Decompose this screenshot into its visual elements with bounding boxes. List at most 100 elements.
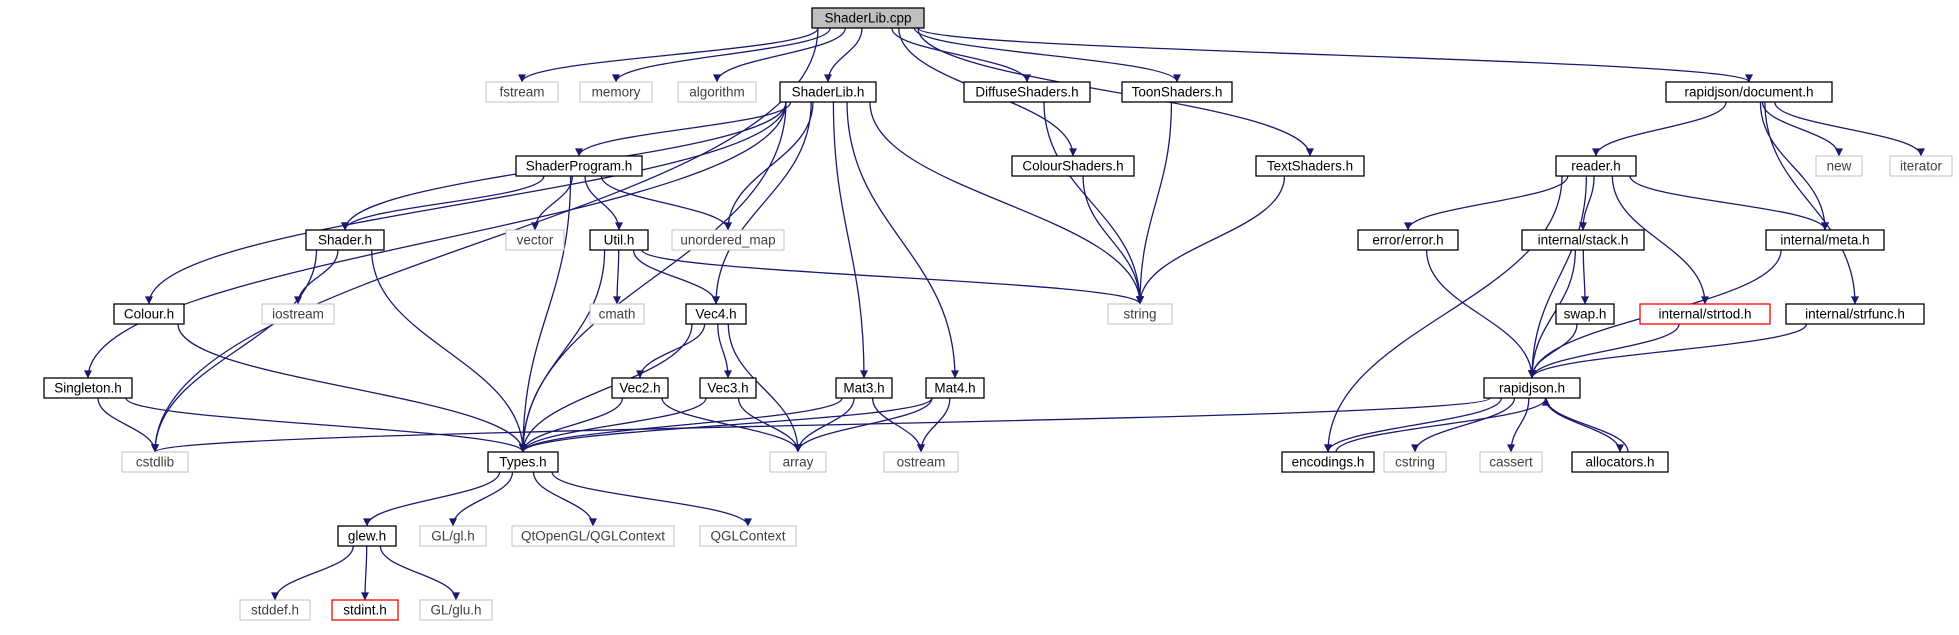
node-algorithm: algorithm xyxy=(677,81,757,103)
node-label: ShaderProgram.h xyxy=(526,159,633,174)
edge-ToonShaders_h-to-string xyxy=(1136,101,1173,305)
node-label: ToonShaders.h xyxy=(1132,85,1223,100)
node-ToonShaders-h[interactable]: ToonShaders.h xyxy=(1121,81,1233,103)
node-rapidjson-document-h[interactable]: rapidjson/document.h xyxy=(1665,81,1833,103)
node-label: rapidjson/document.h xyxy=(1684,85,1813,100)
node-label: ShaderLib.cpp xyxy=(824,11,911,26)
node-string: string xyxy=(1107,303,1173,325)
edge-Vec4_h-to-Vec3_h xyxy=(717,323,732,379)
edge-rapidjson_h-to-allocators_h xyxy=(1544,397,1624,453)
node-box xyxy=(1383,451,1447,473)
edge-Util_h-to-string xyxy=(641,249,1144,305)
node-box xyxy=(835,377,893,399)
node-reader-h[interactable]: reader.h xyxy=(1555,155,1637,177)
edge-ShaderLib_h-to-Mat3_h xyxy=(832,101,868,379)
node-box xyxy=(811,7,925,29)
node-box xyxy=(121,451,189,473)
node-Mat3-h[interactable]: Mat3.h xyxy=(835,377,893,399)
node-ShaderLib-cpp[interactable]: ShaderLib.cpp xyxy=(811,7,925,29)
edge-Shader_h-to-iostream xyxy=(294,249,339,305)
node-ShaderLib-h[interactable]: ShaderLib.h xyxy=(779,81,877,103)
node-cmath: cmath xyxy=(589,303,645,325)
node-Vec3-h[interactable]: Vec3.h xyxy=(699,377,757,399)
node-label: cassert xyxy=(1489,455,1533,470)
node-label: ShaderLib.h xyxy=(792,85,865,100)
edge-rapidjson_h-to-cstdlib xyxy=(151,397,1491,453)
node-TextShaders-h[interactable]: TextShaders.h xyxy=(1255,155,1365,177)
edge-Vec4_h-to-array xyxy=(727,323,802,453)
node-box xyxy=(1479,451,1543,473)
node-internal-strfunc-h[interactable]: internal/strfunc.h xyxy=(1785,303,1925,325)
node-error-error-h[interactable]: error/error.h xyxy=(1357,229,1459,251)
node-label: stdint.h xyxy=(343,603,387,618)
node-label: ostream xyxy=(897,455,946,470)
edge-Mat4_h-to-array xyxy=(794,397,933,453)
node-box xyxy=(779,81,877,103)
node-box xyxy=(1571,451,1669,473)
node-Types-h[interactable]: Types.h xyxy=(487,451,559,473)
node-label: QtOpenGL/QGLContext xyxy=(521,529,665,544)
node-Util-h[interactable]: Util.h xyxy=(589,229,649,251)
node-box xyxy=(419,525,487,547)
node-label: GL/gl.h xyxy=(431,529,475,544)
node-label: Mat4.h xyxy=(934,381,975,396)
node-label: internal/strtod.h xyxy=(1658,307,1751,322)
node-stdint-h[interactable]: stdint.h xyxy=(331,599,399,621)
node-box xyxy=(487,451,559,473)
node-box xyxy=(589,303,645,325)
node-rapidjson-h[interactable]: rapidjson.h xyxy=(1483,377,1581,399)
node-box xyxy=(305,229,385,251)
edge-ShaderLib_h-to-Vec4_h xyxy=(712,101,812,305)
node-box xyxy=(1357,229,1459,251)
node-Colour-h[interactable]: Colour.h xyxy=(113,303,185,325)
edge-ShaderProgram_h-to-unordered_map xyxy=(600,175,732,231)
edge-Mat4_h-to-ostream xyxy=(917,397,951,453)
node-ostream: ostream xyxy=(883,451,959,473)
edge-internal_strtod_h-to-rapidjson_h xyxy=(1528,323,1680,379)
node-glew-h[interactable]: glew.h xyxy=(337,525,397,547)
node-ShaderProgram-h[interactable]: ShaderProgram.h xyxy=(515,155,643,177)
node-box xyxy=(1555,303,1615,325)
edge-ShaderLib_h-to-Singleton_h xyxy=(84,101,787,379)
edge-Shader_h-to-Types_h xyxy=(371,249,527,453)
node-label: GL/glu.h xyxy=(430,603,481,618)
node-label: Vec3.h xyxy=(707,381,748,396)
node-label: internal/strfunc.h xyxy=(1805,307,1905,322)
node-ColourShaders-h[interactable]: ColourShaders.h xyxy=(1011,155,1135,177)
edge-Singleton_h-to-cstdlib xyxy=(97,397,159,453)
node-Vec2-h[interactable]: Vec2.h xyxy=(611,377,669,399)
node-swap-h[interactable]: swap.h xyxy=(1555,303,1615,325)
node-box xyxy=(515,155,643,177)
node-internal-strtod-h[interactable]: internal/strtod.h xyxy=(1639,303,1771,325)
edge-reader_h-to-internal_meta_h xyxy=(1629,175,1829,231)
node-internal-meta-h[interactable]: internal/meta.h xyxy=(1765,229,1885,251)
node-encodings-h[interactable]: encodings.h xyxy=(1281,451,1375,473)
node-allocators-h[interactable]: allocators.h xyxy=(1571,451,1669,473)
node-DiffuseShaders-h[interactable]: DiffuseShaders.h xyxy=(963,81,1091,103)
node-label: algorithm xyxy=(689,85,745,100)
edge-Vec3_h-to-Types_h xyxy=(519,397,707,453)
edge-ShaderLib_h-to-Colour_h xyxy=(145,101,787,305)
node-box xyxy=(1107,303,1173,325)
node-Shader-h[interactable]: Shader.h xyxy=(305,229,385,251)
edge-internal_strfunc_h-to-rapidjson_h xyxy=(1528,323,1808,379)
node-label: Shader.h xyxy=(318,233,372,248)
edge-ShaderLib_cpp-to-DiffuseShaders_h xyxy=(891,27,1031,83)
edge-ShaderLib_cpp-to-rapidjson_document_h xyxy=(917,27,1753,83)
node-Singleton-h[interactable]: Singleton.h xyxy=(43,377,133,399)
node-Vec4-h[interactable]: Vec4.h xyxy=(685,303,747,325)
node-label: cstdlib xyxy=(136,455,174,470)
node-box xyxy=(1255,155,1365,177)
edge-internal_stack_h-to-swap_h xyxy=(1580,249,1589,305)
edge-TextShaders_h-to-string xyxy=(1136,175,1286,305)
node-internal-stack-h[interactable]: internal/stack.h xyxy=(1521,229,1645,251)
node-iostream: iostream xyxy=(261,303,335,325)
node-unordered-map: unordered_map xyxy=(671,229,785,251)
edge-Vec4_h-to-Vec2_h xyxy=(636,323,706,379)
node-Mat4-h[interactable]: Mat4.h xyxy=(925,377,985,399)
edge-ShaderLib_h-to-Mat4_h xyxy=(846,101,959,379)
node-label: DiffuseShaders.h xyxy=(975,85,1078,100)
node-label: TextShaders.h xyxy=(1267,159,1353,174)
